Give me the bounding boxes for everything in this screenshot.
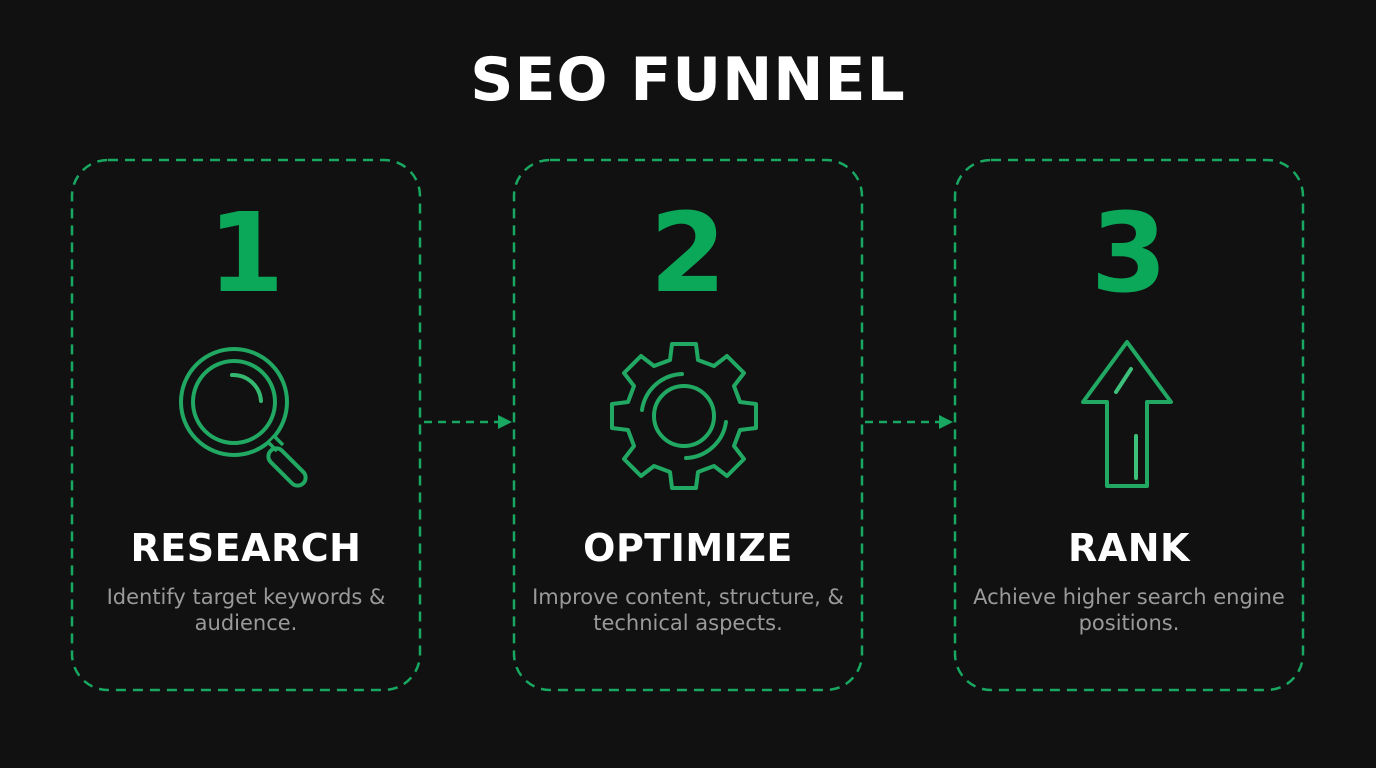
- step-card-research: 1 RESEARCH Identify target keywords & au…: [70, 158, 422, 692]
- arrow-up-icon: [953, 336, 1305, 496]
- step-description: Identify target keywords & audience.: [106, 585, 386, 635]
- step-description: Improve content, structure, & technical …: [532, 585, 844, 635]
- step-number: 2: [649, 189, 727, 317]
- magnifying-glass-icon: [70, 336, 422, 496]
- step-card-optimize: 2 OPTIMIZE Improve content, structure, &…: [512, 158, 864, 692]
- step-number: 3: [1090, 189, 1168, 317]
- dashed-arrow-right-icon: [424, 415, 512, 429]
- dashed-border: [512, 158, 864, 692]
- step-number: 1: [207, 189, 285, 317]
- step-label: OPTIMIZE: [583, 526, 793, 570]
- step-card-rank: 3 RANK Achieve higher search engine posi…: [953, 158, 1305, 692]
- page-title: SEO FUNNEL: [470, 45, 906, 115]
- dashed-border: [953, 158, 1305, 692]
- gear-icon: [512, 336, 864, 496]
- step-description: Achieve higher search engine positions.: [973, 585, 1285, 635]
- dashed-arrow-right-icon: [865, 415, 953, 429]
- step-label: RESEARCH: [130, 526, 362, 570]
- step-label: RANK: [1068, 526, 1190, 570]
- dashed-border: [70, 158, 422, 692]
